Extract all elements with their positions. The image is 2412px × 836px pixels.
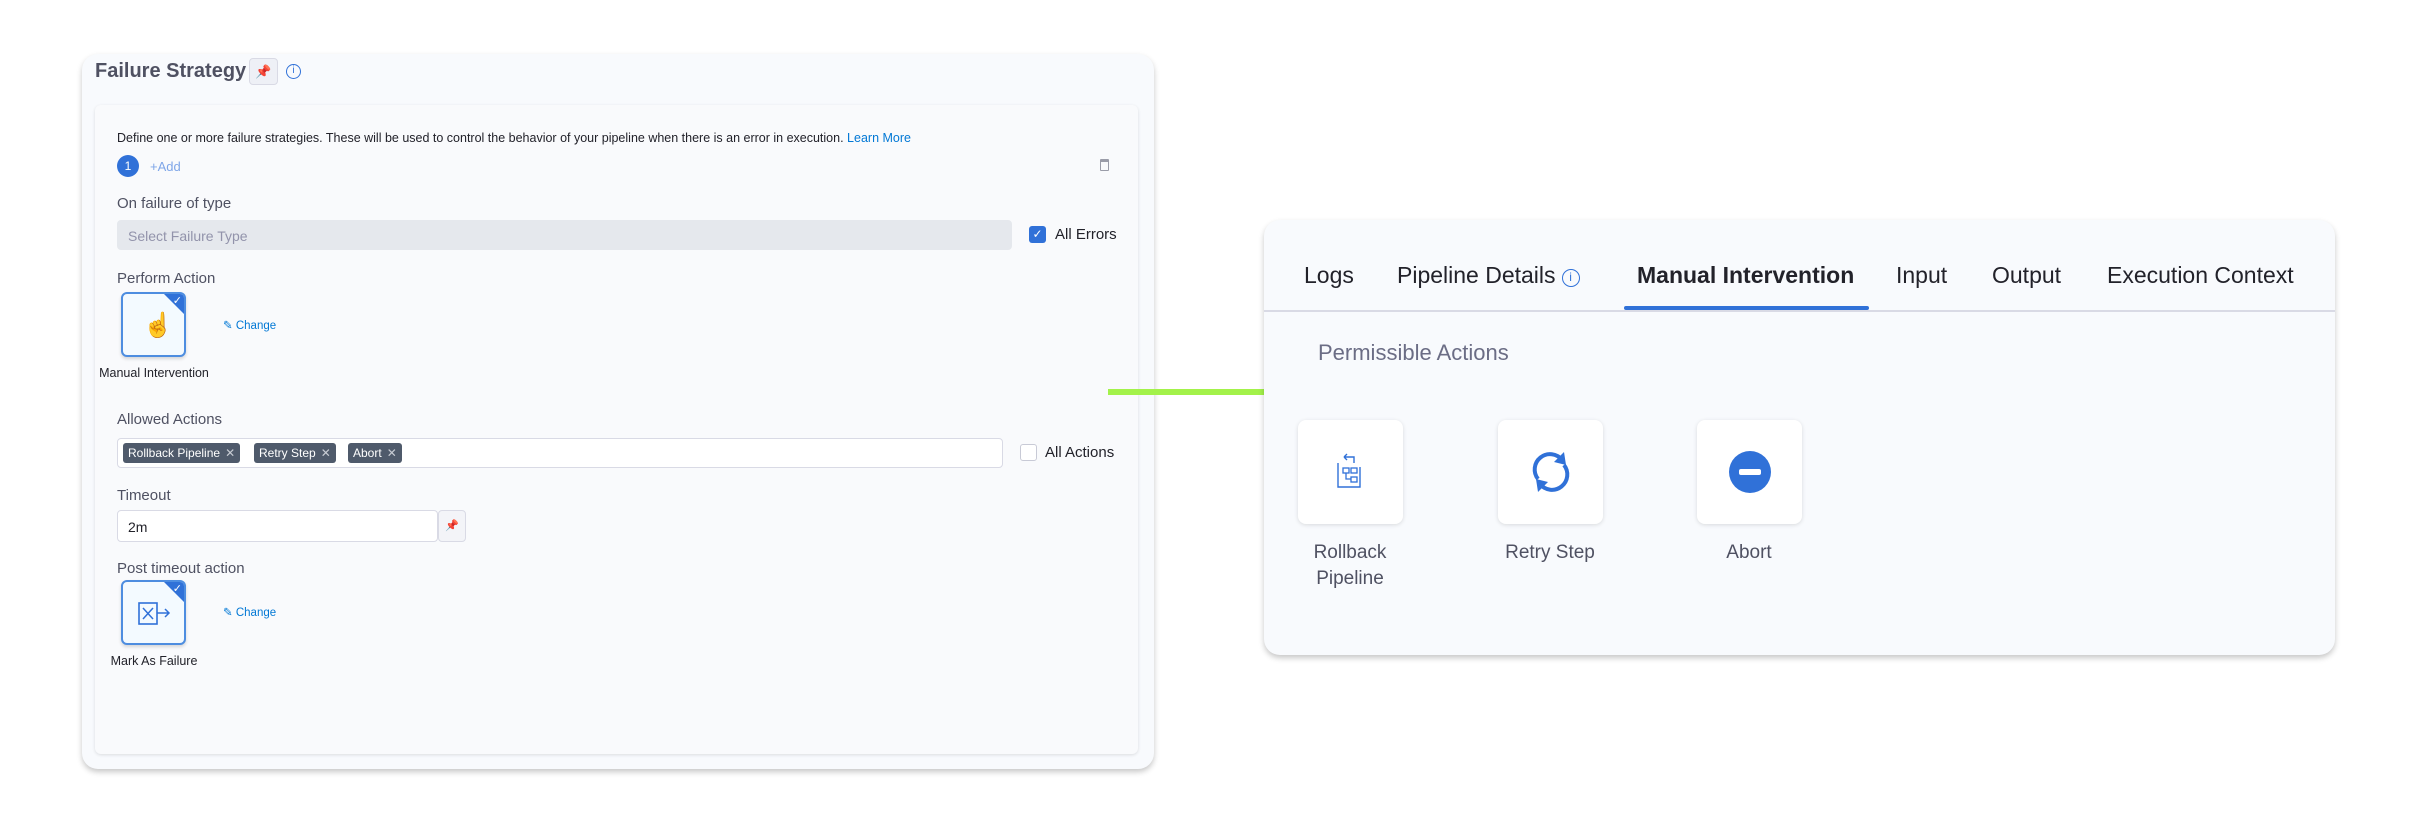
pin-button[interactable]: 📌 [249, 58, 278, 85]
all-errors-checkbox[interactable]: ✓ [1029, 226, 1046, 243]
remove-tag-icon[interactable]: ✕ [320, 446, 331, 460]
change-perform-action[interactable]: ✎ Change [223, 318, 276, 332]
pencil-icon: ✎ [223, 607, 233, 619]
strategy-card: Define one or more failure strategies. T… [95, 105, 1138, 754]
step-badge[interactable]: 1 [117, 155, 139, 177]
description: Define one or more failure strategies. T… [117, 131, 911, 145]
tab-logs[interactable]: Logs [1304, 262, 1354, 288]
trash-icon[interactable] [1100, 159, 1109, 171]
active-tab-indicator [1624, 306, 1869, 310]
tag-abort: Abort ✕ [348, 443, 402, 463]
perform-action-name: Manual Intervention [99, 366, 209, 380]
tab-pipeline-details[interactable]: Pipeline Details i [1397, 262, 1580, 289]
action-label: Retry Step [1505, 542, 1595, 563]
action-retry-step[interactable] [1498, 420, 1603, 524]
abort-icon [1728, 451, 1771, 493]
learn-more-link[interactable]: Learn More [847, 131, 911, 145]
tag-label: Abort [353, 446, 382, 460]
execution-panel: Logs Pipeline Details i Manual Interventi… [1264, 220, 2335, 655]
change-post-timeout[interactable]: ✎ Change [223, 605, 276, 619]
section-title: Permissible Actions [1318, 340, 1509, 365]
tab-manual-intervention[interactable]: Manual Intervention [1637, 262, 1855, 288]
post-timeout-card[interactable]: ✓ [121, 580, 186, 645]
tag-label: Retry Step [259, 446, 316, 460]
on-failure-label: On failure of type [117, 195, 232, 212]
tag-rollback-pipeline: Rollback Pipeline ✕ [123, 443, 241, 463]
timeout-pin-button[interactable]: 📌 [438, 510, 466, 542]
failure-strategy-panel: Failure Strategy 📌 i Define one or more … [82, 54, 1154, 769]
all-errors-label: All Errors [1055, 226, 1117, 243]
pin-icon: 📌 [445, 520, 459, 532]
timeout-input[interactable]: 2m [117, 510, 438, 542]
action-rollback-pipeline[interactable] [1298, 420, 1403, 524]
timeout-value: 2m [128, 519, 148, 535]
panel-title: Failure Strategy [95, 60, 247, 82]
timeout-label: Timeout [117, 487, 171, 504]
selected-corner [163, 294, 184, 315]
change-label: Change [235, 607, 277, 619]
perform-action-card[interactable]: ✓ ☝ [121, 292, 186, 357]
remove-tag-icon[interactable]: ✕ [386, 446, 397, 460]
info-icon: i [1561, 269, 1580, 287]
tab-input[interactable]: Input [1896, 262, 1948, 288]
description-text: Define one or more failure strategies. T… [117, 131, 844, 145]
change-label: Change [235, 320, 277, 332]
tag-label: Rollback Pipeline [128, 446, 221, 460]
pin-icon: 📌 [255, 64, 272, 79]
failure-type-placeholder: Select Failure Type [128, 228, 248, 244]
hand-pointer-icon: ☝ [143, 312, 173, 339]
remove-tag-icon[interactable]: ✕ [225, 446, 236, 460]
all-actions-checkbox[interactable] [1020, 444, 1037, 461]
allowed-actions-input[interactable]: Rollback Pipeline ✕ Retry Step ✕ Abort ✕ [117, 438, 1003, 468]
pencil-icon: ✎ [223, 320, 233, 332]
rollback-icon [1336, 453, 1361, 488]
failure-type-select[interactable]: Select Failure Type [117, 220, 1012, 250]
action-label: Rollback Pipeline [1313, 542, 1387, 589]
action-abort[interactable] [1697, 420, 1802, 524]
tab-divider [1264, 310, 2335, 312]
add-button[interactable]: +Add [150, 159, 181, 174]
info-icon[interactable]: i [286, 64, 301, 79]
selected-corner [163, 582, 184, 603]
check-icon: ✓ [172, 295, 182, 307]
post-timeout-label: Post timeout action [117, 560, 245, 577]
tag-retry-step: Retry Step ✕ [254, 443, 336, 463]
tab-output[interactable]: Output [1992, 262, 2062, 288]
tab-label: Pipeline Details [1397, 262, 1556, 288]
tab-execution-context[interactable]: Execution Context [2107, 262, 2294, 288]
mark-as-failure-icon [138, 602, 171, 625]
perform-action-label: Perform Action [117, 270, 216, 287]
all-actions-label: All Actions [1045, 444, 1115, 461]
allowed-actions-label: Allowed Actions [117, 411, 223, 428]
check-icon: ✓ [172, 583, 182, 595]
post-timeout-name: Mark As Failure [110, 654, 198, 668]
retry-icon [1532, 452, 1569, 492]
action-label: Abort [1726, 542, 1772, 563]
